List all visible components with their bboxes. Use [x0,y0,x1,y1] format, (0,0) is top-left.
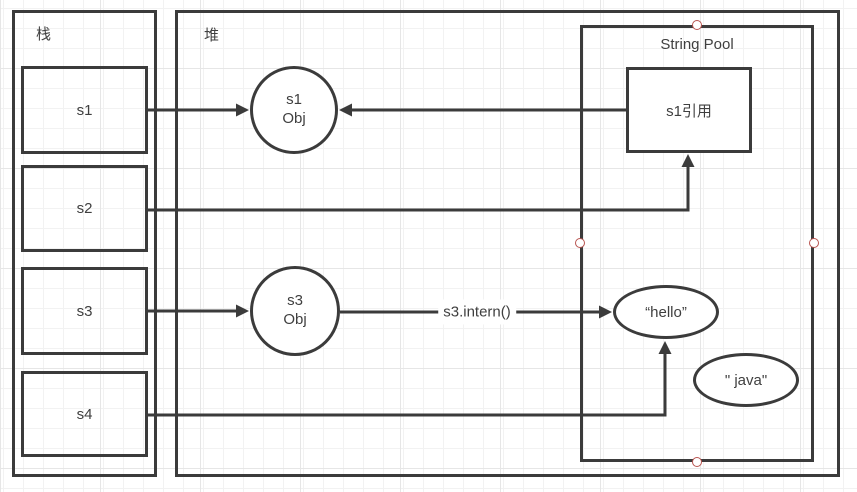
s1-reference-label: s1引用 [666,102,712,120]
s1-reference-box[interactable]: s1引用 [626,67,752,153]
stack-container[interactable] [12,10,157,477]
stack-slot-s2[interactable]: s2 [21,165,148,252]
hello-literal-label: “hello” [645,303,687,321]
edge-line[interactable] [148,352,667,417]
connection-handle-right[interactable] [809,238,819,248]
arrowhead-up-icon [658,341,672,354]
connection-handle-left[interactable] [575,238,585,248]
s3-object-node[interactable]: s3 Obj [250,266,340,356]
arrowhead-left-icon [339,103,352,117]
arrowhead-right-icon [236,304,249,318]
s1-object-node[interactable]: s1 Obj [250,66,338,154]
connection-handle-bottom[interactable] [692,457,702,467]
heap-container[interactable] [175,10,840,477]
java-literal-node[interactable]: " java" [693,353,799,407]
java-literal-label: " java" [724,371,768,389]
arrowhead-up-icon [681,154,695,167]
intern-call-label: s3.intern() [438,299,516,325]
edge-s3-to-s3obj[interactable] [148,304,249,318]
slot-label: s4 [76,405,93,423]
arrowhead-right-icon [236,103,249,117]
slot-label: s1 [76,101,93,119]
connection-handle-top[interactable] [692,20,702,30]
heap-title: 堆 [204,27,220,44]
edge-line[interactable] [148,165,690,212]
stack-title: 栈 [36,26,52,43]
hello-literal-node[interactable]: “hello” [613,285,719,339]
slot-label: s2 [76,200,93,217]
stack-slot-s3[interactable]: s3 [21,267,148,355]
stack-slot-s1[interactable]: s1 [21,66,148,154]
stack-slot-s4[interactable]: s4 [21,371,148,457]
string-pool-title: String Pool [660,36,734,53]
edge-s2-to-s1ref[interactable] [148,154,695,212]
edge-s1-to-s1obj[interactable] [148,103,249,117]
s1-object-label: s1 Obj [282,91,306,127]
edge-s4-to-hello[interactable] [148,341,672,417]
slot-label: s3 [76,302,93,320]
s3-object-label: s3 Obj [283,292,307,328]
arrowhead-right-icon [599,305,612,319]
